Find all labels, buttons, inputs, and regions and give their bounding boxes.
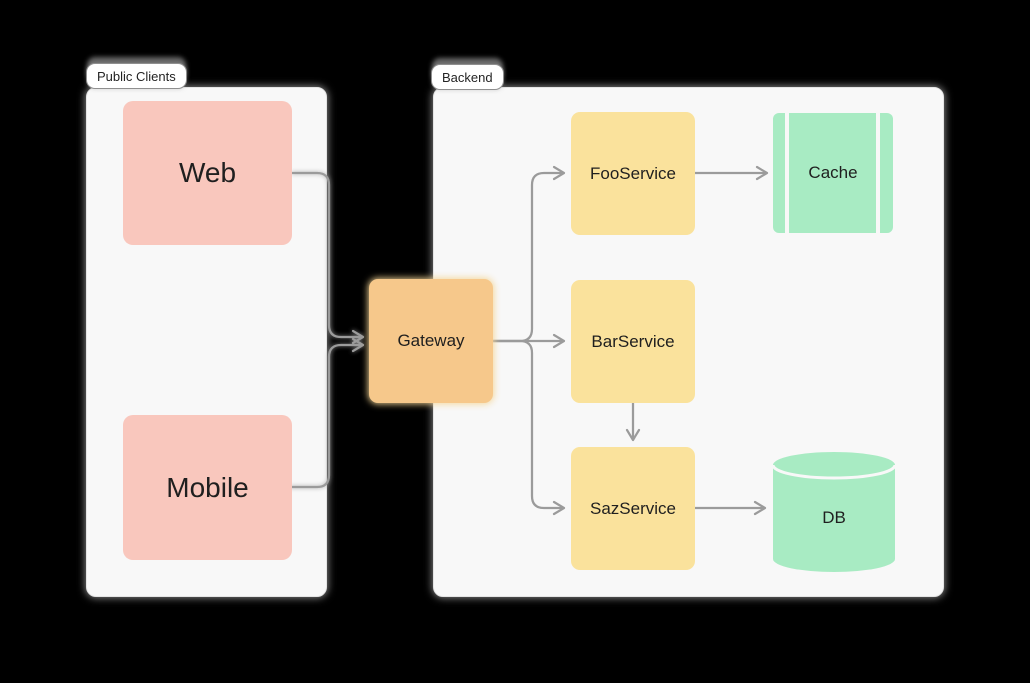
node-gateway: Gateway (369, 279, 493, 403)
cache-left-stripe (785, 113, 789, 233)
node-gateway-label: Gateway (397, 331, 465, 350)
db-cylinder-body (773, 452, 895, 572)
node-sazservice: SazService (571, 447, 695, 570)
node-sazservice-label: SazService (590, 498, 676, 518)
cache-right-stripe (876, 113, 880, 233)
node-db (771, 452, 897, 572)
db-cylinder-rim (771, 464, 897, 480)
node-fooservice: FooService (571, 112, 695, 235)
node-cache: Cache (773, 113, 893, 233)
node-web-label: Web (178, 157, 237, 188)
node-web: Web (123, 101, 292, 245)
node-mobile-label: Mobile (166, 471, 249, 503)
node-mobile: Mobile (123, 415, 292, 560)
node-db-label: DB (822, 508, 846, 527)
node-barservice-label: BarService (591, 331, 675, 351)
group-label-public-clients: Public Clients (86, 63, 187, 89)
node-cache-label: Cache (808, 163, 858, 182)
node-barservice: BarService (571, 280, 695, 403)
node-fooservice-label: FooService (590, 163, 676, 183)
group-label-backend: Backend (431, 64, 504, 90)
